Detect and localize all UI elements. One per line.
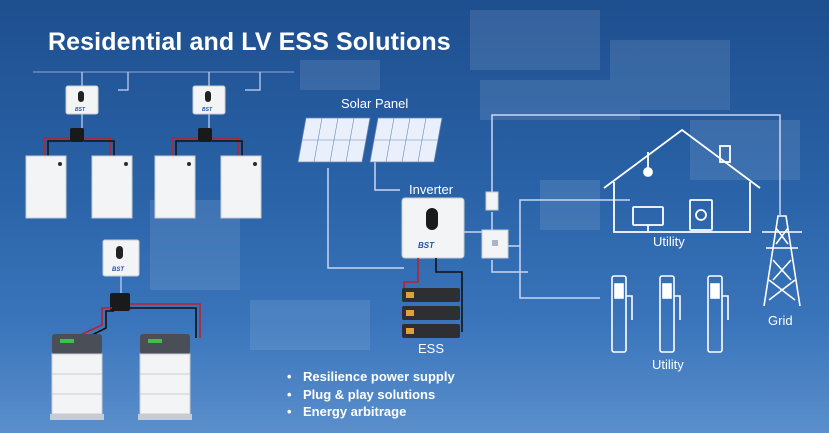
left-bottom-battery-stack-2 [138,334,192,420]
solar-panel-array [297,117,443,163]
left-top-combiner-2 [198,128,212,142]
left-top-cables [43,137,243,160]
svg-text:BST: BST [418,241,435,250]
ev-charger-1 [611,275,633,353]
svg-text:BST: BST [112,267,125,273]
bullet-item: Energy arbitrage [287,403,455,421]
left-top-battery-1 [25,155,67,219]
svg-text:BST: BST [75,107,86,113]
background-buildings [150,10,800,350]
left-top-combiner-1 [70,128,84,142]
left-top-battery-3 [154,155,196,219]
ess-label: ESS [418,341,445,356]
bullet-item: Resilience power supply [287,368,455,386]
svg-text:BST: BST [202,107,213,113]
switch-box [481,229,509,259]
ess-rack [402,288,460,338]
left-bottom-combiner [110,293,130,311]
main-inverter: BST [401,197,465,259]
grid-label: Grid [768,313,793,328]
utility-house-label: Utility [653,234,685,249]
utility-chargers-label: Utility [652,357,684,372]
right-connection-lines [327,114,781,299]
solar-panel-label: Solar Panel [341,96,409,111]
bullet-item: Plug & play solutions [287,386,455,404]
left-bottom-cables [77,303,201,339]
feature-bullet-list: Resilience power supply Plug & play solu… [287,368,455,421]
left-bottom-battery-stack-1 [50,334,104,420]
left-top-battery-4 [220,155,262,219]
left-top-battery-2 [91,155,133,219]
breaker-box [485,191,499,211]
ev-charger-2 [659,275,681,353]
ev-charger-3 [707,275,729,353]
page-title: Residential and LV ESS Solutions [48,28,451,56]
left-top-inverter-1: BST [65,85,99,115]
left-top-connection-lines [81,72,261,128]
left-bottom-inverter: BST [102,239,140,277]
inverter-label: Inverter [409,182,454,197]
left-top-inverter-2: BST [192,85,226,115]
house-icon [603,128,761,233]
grid-tower-icon [762,215,802,307]
